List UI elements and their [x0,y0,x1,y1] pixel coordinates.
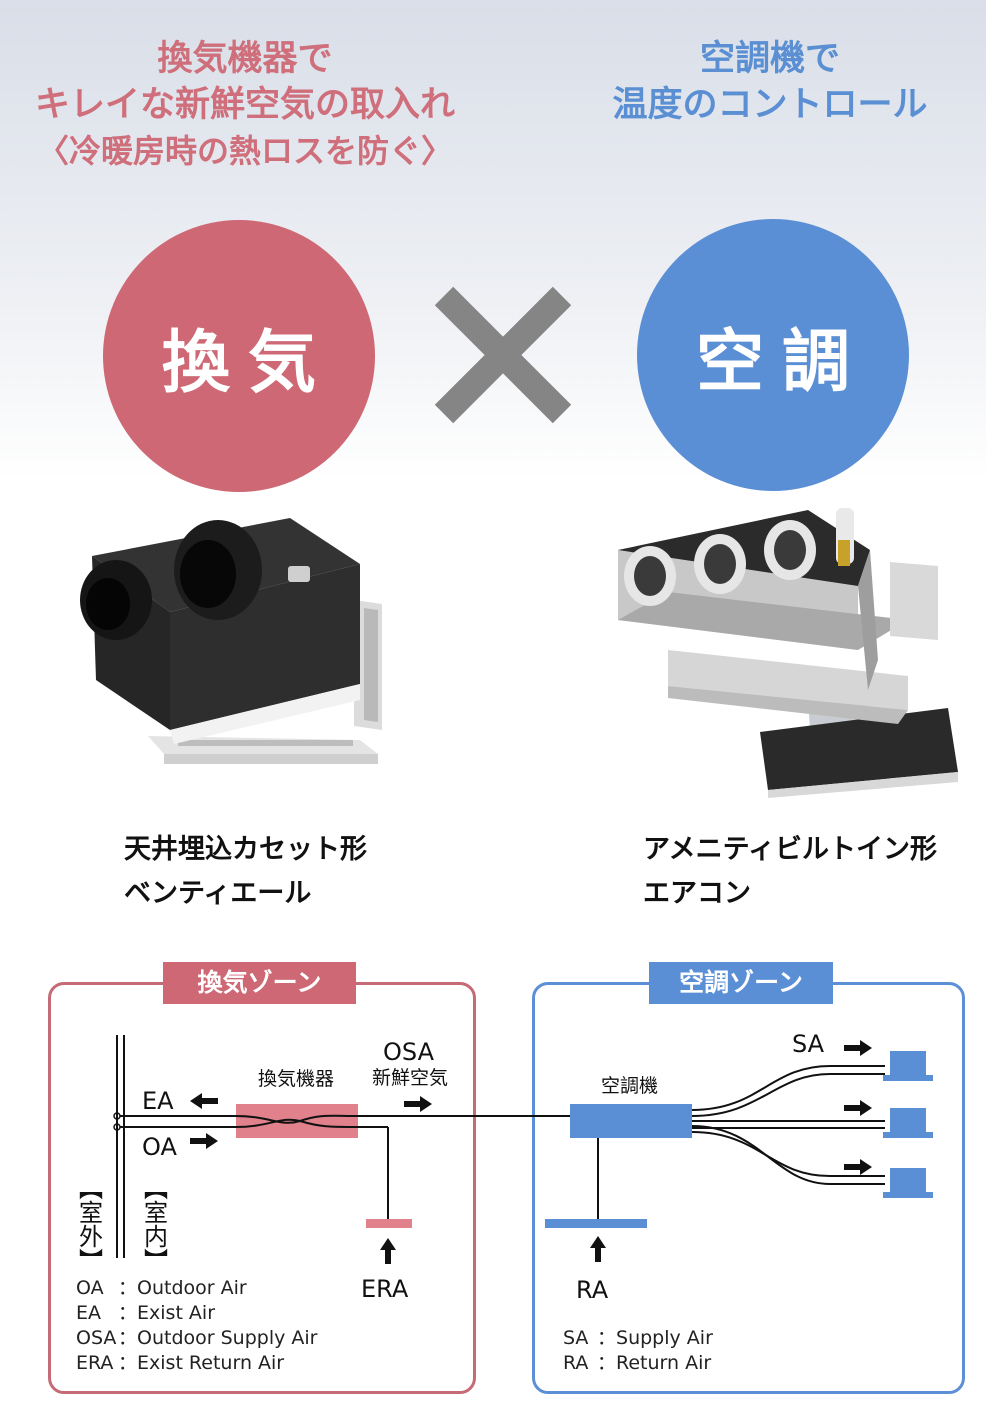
legend-row: SA：Supply Air [563,1327,713,1349]
ea-arrow-icon [190,1093,218,1109]
ventilation-unit-image [80,518,382,764]
supply-diffuser [883,1168,933,1198]
ventilation-headline-line3: 〈冷暖房時の熱ロスを防ぐ〉 [36,132,453,170]
ventilation-headline-line2: キレイな新鮮空気の取入れ [34,85,455,125]
ea-label: EA [142,1087,174,1115]
legend-row: ERA：Exist Return Air [76,1352,285,1374]
aircon-device-label: 空調機 [601,1075,659,1097]
osa-label: OSA [383,1038,434,1066]
sa-label: SA [792,1030,825,1058]
legend-row: RA：Return Air [563,1352,712,1374]
sa-arrow-icon [844,1159,872,1175]
osa-jp-label: 新鮮空気 [372,1067,449,1089]
oa-label: OA [142,1133,177,1161]
osa-arrow-icon [404,1096,432,1112]
oa-arrow-icon [190,1133,218,1149]
ventilation-zone-title: 換気ゾーン [163,962,356,1004]
multiply-icon [434,286,572,424]
ventilation-device-label: 換気機器 [258,1068,335,1090]
aircon-caption: アメニティビルトイン形 エアコン [643,828,937,916]
ventilation-circle-label: 換気 [161,323,334,403]
aircon-legend: SA：Supply Air RA：Return Air [563,1326,713,1376]
aircon-caption-line2: エアコン [643,878,751,909]
outdoor-label: 【室外】 [74,1176,103,1272]
indoor-label: 【室内】 [139,1176,168,1272]
legend-row: OSA：Outdoor Supply Air [76,1327,318,1349]
aircon-headline-line1: 空調機で [699,39,840,79]
ventilation-headline-line1: 換気機器で [157,39,333,79]
aircon-headline-line2: 温度のコントロール [612,85,928,125]
ra-arrow-icon [590,1236,606,1262]
ventilation-circle: 換気 [103,220,375,492]
era-label: ERA [361,1275,409,1303]
ventilation-headline: 換気機器で キレイな新鮮空気の取入れ 〈冷暖房時の熱ロスを防ぐ〉 [0,36,490,174]
ventilation-caption: 天井埋込カセット形 ベンティエール [124,828,367,916]
aircon-zone-title: 空調ゾーン [649,962,833,1004]
supply-diffuser [883,1108,933,1138]
aircon-device [570,1104,692,1138]
ventilation-caption-line1: 天井埋込カセット形 [124,834,367,865]
legend-row: EA：Exist Air [76,1302,216,1324]
era-arrow-icon [380,1238,396,1264]
legend-row: OA：Outdoor Air [76,1277,247,1299]
ra-label: RA [576,1276,609,1304]
supply-diffuser [883,1051,933,1081]
aircon-circle: 空調 [637,219,909,491]
aircon-caption-line1: アメニティビルトイン形 [643,834,938,865]
aircon-headline: 空調機で 温度のコントロール [520,36,986,128]
ventilation-legend: OA：Outdoor Air EA：Exist Air OSA：Outdoor … [76,1276,318,1376]
sa-arrow-icon [844,1100,872,1116]
aircon-circle-label: 空調 [695,322,868,402]
era-grille [366,1219,412,1228]
ra-grille [545,1219,647,1228]
ventilation-caption-line2: ベンティエール [124,878,312,909]
sa-arrow-icon [844,1040,872,1056]
aircon-unit-image [618,508,958,798]
